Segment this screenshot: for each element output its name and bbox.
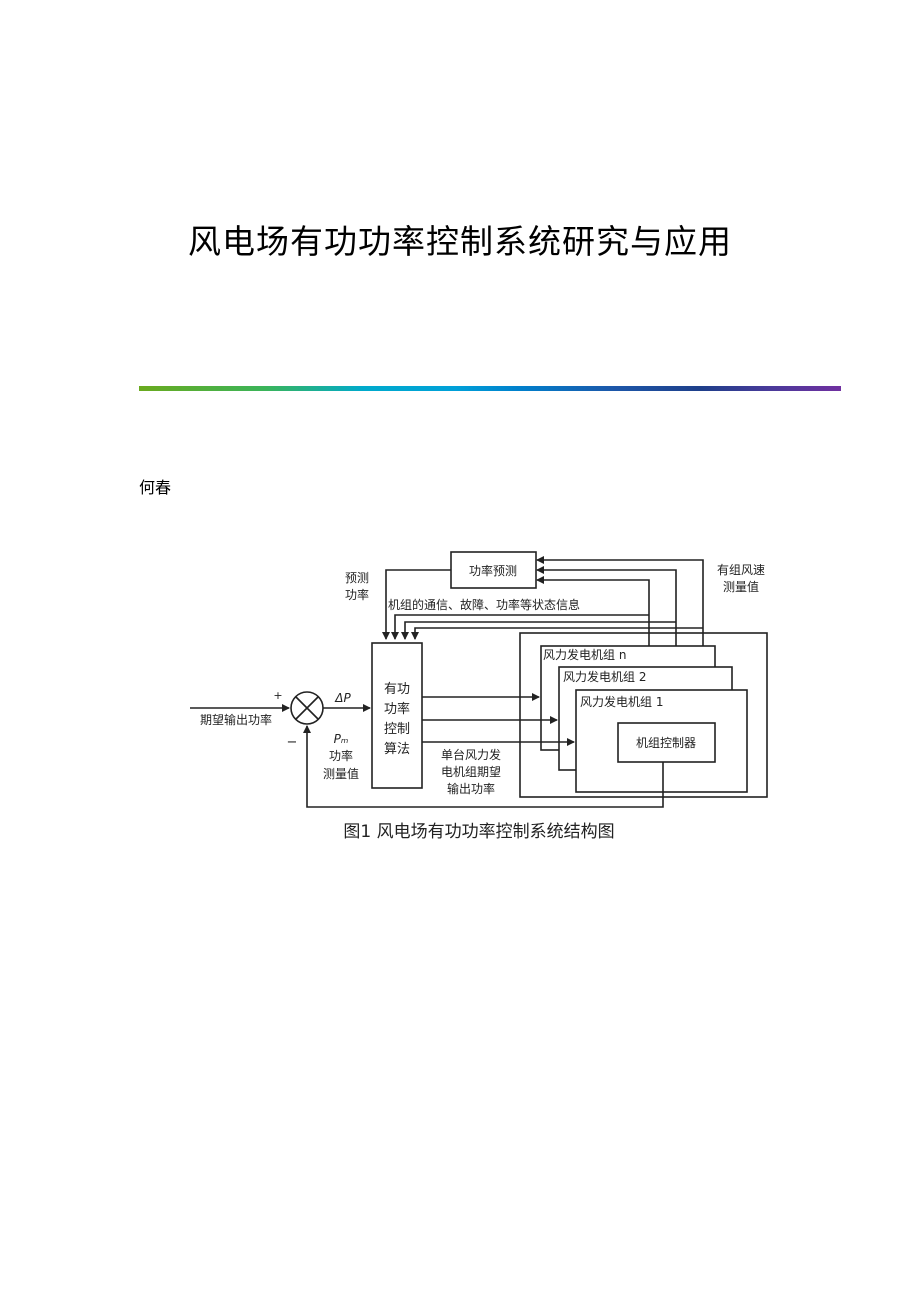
gradient-divider [139,386,841,391]
wind-farm-outer-box [519,632,768,798]
algorithm-label-2: 功率 [384,701,410,717]
wind-speed-label-2: 测量值 [723,579,759,594]
single-turbine-label-3: 输出功率 [447,781,495,796]
measured-label-2: 测量值 [323,766,359,781]
author-name: 何春 [139,478,172,497]
wind-speed-line-n [536,576,650,646]
single-turbine-label-1: 单台风力发 [441,747,501,762]
turbine-1-label: 风力发电机组 1 [580,694,663,709]
forecast-label-2: 功率 [345,587,369,602]
feedback-line [303,725,664,808]
figure-caption: 图1 风电场有功功率控制系统结构图 [343,822,614,842]
control-algorithm-box [371,642,423,789]
turbine-n-label: 风力发电机组 n [543,647,626,662]
minus-sign: − [287,735,298,750]
turbine-2-label: 风力发电机组 2 [563,669,646,684]
status-info-label: 机组的通信、故障、功率等状态信息 [388,597,580,612]
single-turbine-label-2: 电机组期望 [441,765,501,779]
measured-label-1: 功率 [329,748,353,763]
status-line-3 [411,627,703,640]
measured-symbol: Pₘ [334,732,349,746]
wind-speed-line-2 [536,566,677,667]
setpoint-input-label: 期望输出功率 [200,712,272,727]
turbine-controller-box [617,722,716,763]
algorithm-label-4: 算法 [384,742,410,757]
status-line-1 [391,614,649,640]
algorithm-label-1: 有功 [384,682,410,697]
document-title: 风电场有功功率控制系统研究与应用 [188,222,732,261]
forecast-label-1: 预测 [345,571,369,585]
wind-speed-label-1: 有组风速 [717,563,765,577]
power-forecast-label: 功率预测 [469,563,517,578]
algorithm-label-3: 控制 [384,722,410,737]
delta-p-label: ΔP [334,691,351,705]
turbine-controller-label: 机组控制器 [636,736,696,750]
summing-cross-icon [295,696,319,720]
status-line-2 [401,621,676,640]
forecast-arrow [382,569,451,640]
plus-sign: + [273,689,282,702]
